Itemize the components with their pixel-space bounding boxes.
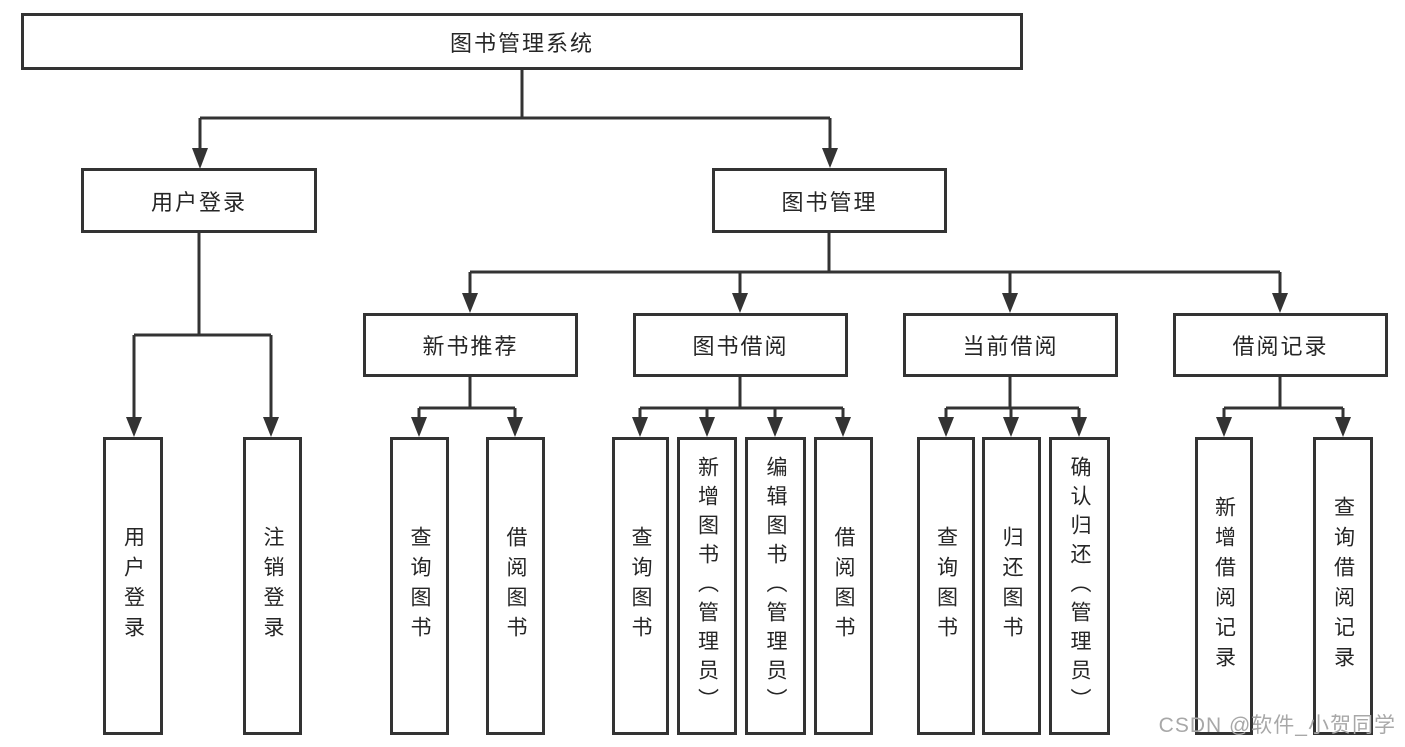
leaf-add-books-admin: 新增图书（管理员） <box>677 437 737 735</box>
arrowhead <box>1272 293 1288 313</box>
csdn-watermark: CSDN @软件_小贺同学 <box>1158 714 1396 737</box>
leaf-return-books: 归还图书 <box>982 437 1041 735</box>
arrowhead <box>1216 417 1232 437</box>
node-label: 新书推荐 <box>422 334 519 359</box>
node-label: 查询借阅记录 <box>1331 496 1355 676</box>
node-label: 借阅记录 <box>1232 334 1329 359</box>
node-label: 图书管理 <box>781 189 878 215</box>
arrowhead <box>1003 417 1019 437</box>
arrowhead <box>822 148 838 168</box>
node-book-borrow: 图书借阅 <box>633 313 848 377</box>
arrowhead <box>835 417 851 437</box>
node-new-book-rec: 新书推荐 <box>363 313 578 377</box>
node-label: 注销登录 <box>261 526 284 646</box>
leaf-query-books-2: 查询图书 <box>612 437 669 735</box>
node-label: 查询图书 <box>629 526 652 646</box>
arrowhead <box>462 293 478 313</box>
node-user-login: 用户登录 <box>81 168 317 233</box>
leaf-add-borrow-record: 新增借阅记录 <box>1195 437 1253 735</box>
arrowhead <box>1071 417 1087 437</box>
arrowhead <box>938 417 954 437</box>
arrowhead <box>507 417 523 437</box>
node-system-root: 图书管理系统 <box>21 13 1023 70</box>
node-label: 新增图书（管理员） <box>695 455 719 717</box>
node-label: 图书管理系统 <box>449 30 594 56</box>
node-label: 编辑图书（管理员） <box>764 455 787 717</box>
arrowhead <box>126 417 142 437</box>
node-label: 图书借阅 <box>692 334 789 359</box>
arrowhead <box>699 417 715 437</box>
arrowhead <box>411 417 427 437</box>
leaf-logout: 注销登录 <box>243 437 302 735</box>
leaf-query-books-1: 查询图书 <box>390 437 449 735</box>
node-book-management: 图书管理 <box>712 168 947 233</box>
node-label: 用户登录 <box>121 526 145 646</box>
arrowhead <box>192 148 208 169</box>
arrowhead <box>263 417 279 437</box>
node-label: 当前借阅 <box>962 334 1059 359</box>
node-borrow-records: 借阅记录 <box>1173 313 1388 377</box>
node-label: 借阅图书 <box>832 526 855 646</box>
leaf-confirm-return-admin: 确认归还（管理员） <box>1049 437 1110 735</box>
node-label: 新增借阅记录 <box>1212 496 1236 676</box>
arrowhead <box>632 417 648 437</box>
node-label: 查询图书 <box>934 526 958 646</box>
arrowhead <box>732 293 748 313</box>
arrowhead <box>767 417 783 437</box>
node-label: 用户登录 <box>150 189 247 215</box>
leaf-user-login: 用户登录 <box>103 437 163 735</box>
arrowhead <box>1335 417 1351 437</box>
leaf-borrow-books-2: 借阅图书 <box>814 437 873 735</box>
node-label: 借阅图书 <box>504 526 527 646</box>
node-current-borrow: 当前借阅 <box>903 313 1118 377</box>
node-label: 确认归还（管理员） <box>1068 455 1091 717</box>
leaf-edit-books-admin: 编辑图书（管理员） <box>745 437 806 735</box>
leaf-borrow-books-1: 借阅图书 <box>486 437 545 735</box>
arrowhead <box>1002 293 1018 313</box>
leaf-query-books-3: 查询图书 <box>917 437 975 735</box>
node-label: 查询图书 <box>408 526 431 646</box>
leaf-query-borrow-record: 查询借阅记录 <box>1313 437 1373 735</box>
node-label: 归还图书 <box>1000 526 1023 646</box>
